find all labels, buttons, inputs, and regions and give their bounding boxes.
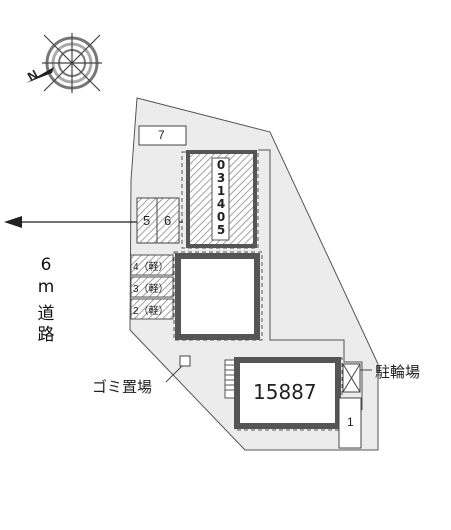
lower-building-label: 15887	[253, 380, 317, 404]
code-char: 5	[216, 223, 226, 237]
road-name-char-2: 路	[37, 325, 55, 345]
code-char: 4	[216, 197, 226, 211]
driveway-outline	[258, 149, 363, 410]
parking-space-light-3	[130, 276, 174, 298]
upper-building-code: 0 3 1 4 0 5	[213, 159, 229, 237]
parking-space-6-label: 6	[164, 213, 172, 228]
code-char: 0	[216, 210, 226, 224]
parking-space-light-4-label: 4（軽）	[133, 262, 169, 273]
road-name-char-1: 道	[37, 304, 55, 324]
upper-building-code-panel	[211, 157, 230, 241]
compass-icon	[26, 33, 102, 93]
parking-space-light-2	[130, 298, 174, 320]
code-char: 0	[216, 158, 226, 172]
parking-space-1-label: 1	[347, 415, 354, 429]
parking-space-7	[138, 125, 187, 146]
road-arrow-head	[4, 216, 22, 228]
garbage-area-marker	[179, 355, 191, 367]
code-char: 3	[216, 171, 226, 185]
middle-building	[175, 253, 260, 340]
parking-space-6	[156, 197, 180, 244]
parking-space-1	[338, 397, 362, 449]
lower-building	[234, 357, 341, 429]
road-width-number: 6	[40, 255, 52, 275]
parking-space-5-label: 5	[143, 213, 151, 228]
code-char: 1	[216, 184, 226, 198]
parking-space-light-3-label: 3（軽）	[133, 284, 169, 295]
parking-space-light-4	[130, 254, 174, 276]
parking-space-7-label: 7	[158, 128, 165, 142]
road-width-unit: m	[37, 277, 55, 297]
parking-space-light-2-label: 2（軽）	[133, 306, 169, 317]
garbage-leader-line	[165, 365, 183, 383]
garbage-area-label: ゴミ置場	[92, 378, 153, 396]
bicycle-parking-label: 駐輪場	[375, 363, 421, 381]
